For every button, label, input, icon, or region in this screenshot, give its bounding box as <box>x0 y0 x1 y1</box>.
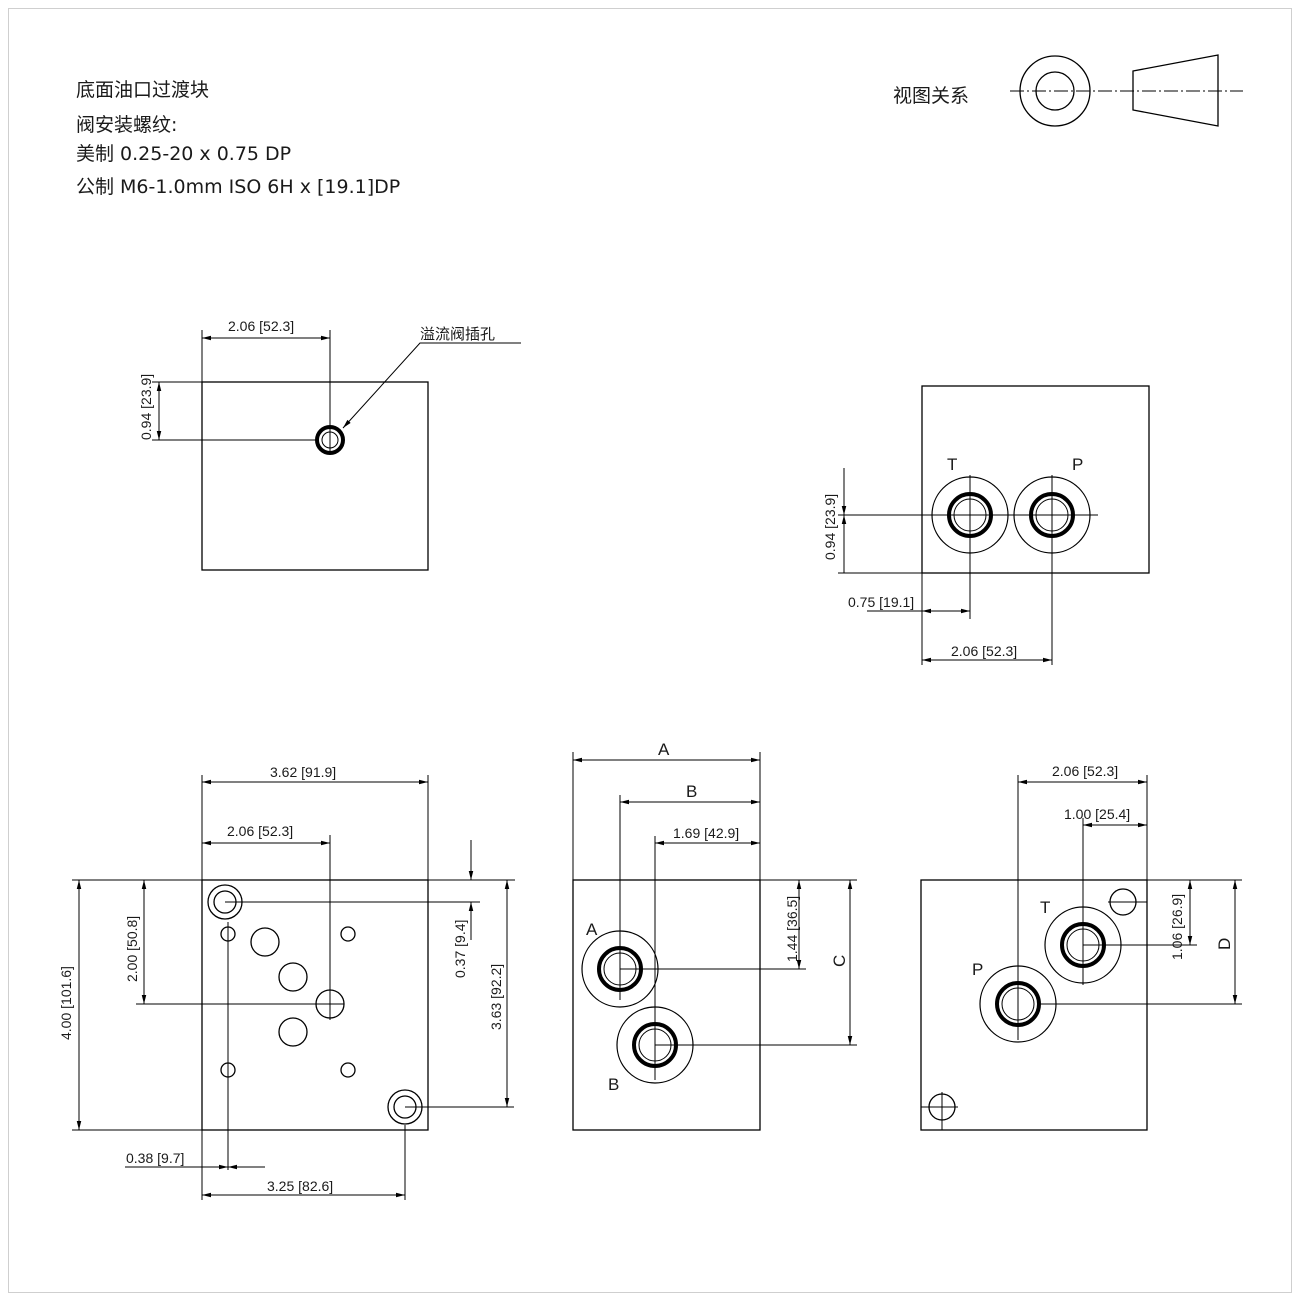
dim-label: 0.94 [23.9] <box>138 374 154 440</box>
dim-label: 1.00 [25.4] <box>1064 806 1130 822</box>
bolt-hole-icon <box>340 926 356 942</box>
port-hole-icon <box>250 927 280 957</box>
callout-leader <box>342 342 521 429</box>
thread-heading: 阀安装螺纹: <box>76 114 178 136</box>
dim-label: 2.06 [52.3] <box>951 643 1017 659</box>
dim-label: 1.69 [42.9] <box>673 825 739 841</box>
view-relation-label: 视图关系 <box>893 85 970 107</box>
dim-label: 2.06 [52.3] <box>227 823 293 839</box>
dim-label: 3.62 [91.9] <box>270 764 336 780</box>
dim-label: 3.25 [82.6] <box>267 1178 333 1194</box>
top-right-view: T P 0.94 [23.9] 0.75 [19.1] 2.06 [52.3] <box>822 385 1150 665</box>
title-line: 底面油口过渡块 <box>76 79 210 101</box>
dim-label: 4.00 [101.6] <box>58 966 74 1040</box>
dim-label: 0.37 [9.4] <box>452 920 468 978</box>
bottom-middle-view: A B A B 1.69 [42.9] 1.44 [36.5] C <box>572 740 857 1131</box>
top-left-view: 2.06 [52.3] 0.94 [23.9] 溢流阀插孔 <box>138 318 521 571</box>
block-outline <box>201 381 429 571</box>
dim-label: 0.75 [19.1] <box>848 594 914 610</box>
dim-label: 0.94 [23.9] <box>822 494 838 560</box>
bottom-right-view: T P 2.06 [52.3] 1.00 [25.4] 1.06 [26.9] … <box>920 763 1242 1131</box>
port-b-label: B <box>608 1075 619 1094</box>
bottom-left-view: 3.62 [91.9] 2.06 [52.3] 4.00 [101.6] 2.0… <box>58 764 515 1200</box>
block-outline <box>572 879 761 1131</box>
thread-metric-spec: 公制 M6-1.0mm ISO 6H x [19.1]DP <box>76 176 401 198</box>
port-t-label: T <box>1040 898 1050 917</box>
dim-label: 3.63 [92.2] <box>488 964 504 1030</box>
callout-label: 溢流阀插孔 <box>420 326 495 343</box>
inner-circle-icon <box>1035 71 1075 111</box>
dim-label: A <box>658 740 670 759</box>
dim-label: B <box>686 782 697 801</box>
port-t-label: T <box>947 455 957 474</box>
drawing-frame <box>8 8 1292 1293</box>
dim-label: 2.00 [50.8] <box>124 916 140 982</box>
port-p-label: P <box>972 960 983 979</box>
block-outline <box>920 879 1148 1131</box>
dim-label: 2.06 [52.3] <box>228 318 294 334</box>
dim-label: 1.44 [36.5] <box>784 896 800 962</box>
block-outline <box>201 879 429 1131</box>
block-outline <box>921 385 1150 574</box>
port-p-label: P <box>1072 455 1083 474</box>
dim-label: 0.38 [9.7] <box>126 1150 184 1166</box>
port-hole-icon <box>278 962 308 992</box>
dim-label: D <box>1215 938 1234 950</box>
bolt-hole-icon <box>340 1062 356 1078</box>
thread-us-spec: 美制 0.25-20 x 0.75 DP <box>76 143 292 165</box>
port-hole-icon <box>278 1017 308 1047</box>
frustum-side-icon <box>1132 54 1219 127</box>
view-relation-symbol <box>1010 54 1243 127</box>
port-a-label: A <box>586 920 598 939</box>
outer-circle-icon <box>1019 55 1091 127</box>
dim-label: 2.06 [52.3] <box>1052 763 1118 779</box>
dim-label: C <box>830 955 849 967</box>
dim-label: 1.06 [26.9] <box>1169 894 1185 960</box>
